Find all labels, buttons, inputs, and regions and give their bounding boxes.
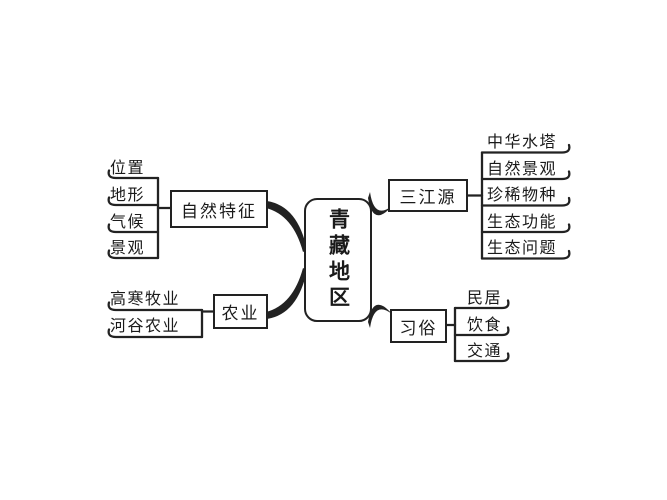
underline-transport — [453, 352, 510, 363]
underline-natural-scenery — [480, 170, 571, 181]
leaf-valley-farming: 河谷农业 — [110, 318, 181, 335]
branch-box-agriculture: 农业 — [213, 294, 268, 329]
underline-location — [107, 169, 160, 180]
center-node-qingzang-region: 青藏地区 — [304, 198, 372, 322]
curve-center-to-natural-features — [266, 201, 307, 252]
branch-label-sanjiangyuan: 三江源 — [399, 188, 457, 207]
branch-label-natural-features: 自然特征 — [181, 201, 257, 221]
underline-terrain — [107, 196, 160, 207]
leaf-landscape: 景观 — [110, 240, 146, 257]
underline-eco-problems — [480, 249, 571, 260]
leaf-climate: 气候 — [110, 214, 146, 231]
leaf-dwellings: 民居 — [467, 290, 503, 307]
underline-landscape — [107, 249, 160, 260]
leaf-water-tower: 中华水塔 — [487, 134, 558, 151]
leaf-location: 位置 — [110, 160, 146, 177]
branch-label-agriculture: 农业 — [221, 304, 260, 323]
curve-center-to-agriculture — [266, 268, 307, 319]
curve-center-to-sanjiangyuan — [368, 192, 392, 216]
branch-box-customs: 习俗 — [390, 309, 447, 343]
leaf-eco-problems: 生态问题 — [487, 240, 558, 257]
leaf-transport: 交通 — [467, 343, 503, 360]
center-node-label: 青藏地区 — [326, 208, 351, 312]
curve-center-to-customs — [368, 304, 392, 328]
underline-food — [453, 326, 510, 337]
underline-climate — [107, 223, 160, 234]
underline-valley-farming — [107, 328, 204, 339]
leaf-natural-scenery: 自然景观 — [487, 161, 558, 178]
branch-box-natural-features: 自然特征 — [170, 190, 268, 228]
underline-water-tower — [480, 143, 571, 154]
underline-rare-species — [480, 196, 571, 207]
underline-alpine-pastoralism — [107, 301, 204, 312]
underline-dwellings — [453, 299, 510, 310]
leaf-rare-species: 珍稀物种 — [487, 187, 558, 204]
underline-eco-function — [480, 223, 571, 234]
leaf-eco-function: 生态功能 — [487, 214, 558, 231]
branch-box-sanjiangyuan: 三江源 — [388, 179, 468, 212]
leaf-alpine-pastoralism: 高寒牧业 — [110, 291, 181, 308]
branch-label-customs: 习俗 — [399, 318, 438, 338]
leaf-food: 饮食 — [467, 317, 503, 334]
leaf-terrain: 地形 — [110, 187, 146, 204]
